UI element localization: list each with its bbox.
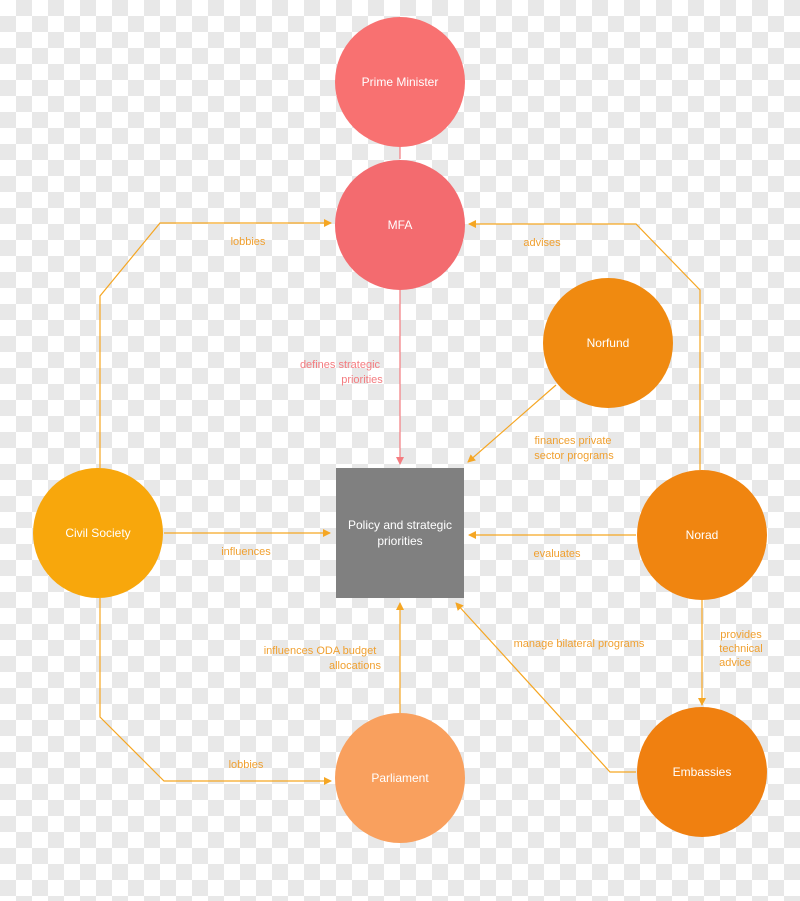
norfund-circle — [543, 278, 673, 408]
prime-minister-label: Prime Minister — [362, 75, 439, 89]
parliament-circle — [335, 713, 465, 843]
lobbies-bottom-arrow — [99, 598, 332, 785]
embassies-label: Embassies — [673, 765, 732, 779]
manage-arrow — [455, 602, 636, 773]
mfa-label: MFA — [388, 218, 413, 232]
mfa-circle — [335, 160, 465, 290]
lobbies-bottom-label: lobbies — [229, 759, 264, 771]
provides-label-line1: provides — [720, 629, 762, 641]
norad-circle — [637, 470, 767, 600]
finances-label-line1: finances private — [534, 435, 611, 447]
defines-label-line1: defines strategic — [300, 359, 381, 371]
policy-box-rect — [336, 468, 464, 598]
evaluates-label: evaluates — [533, 548, 581, 560]
node-norad: Norad — [637, 470, 767, 600]
policy-box-label-line2: priorities — [377, 534, 422, 548]
node-mfa: MFA — [335, 160, 465, 290]
prime-minister-circle — [335, 17, 465, 147]
oda-label-line1: influences ODA budget — [264, 645, 377, 657]
provides-label-line3: advice — [719, 657, 751, 669]
influences-label: influences — [221, 546, 271, 558]
policy-box: Policy and strategic priorities — [336, 468, 464, 598]
advises-label: advises — [523, 237, 561, 249]
provides-label-line2: technical — [719, 643, 762, 655]
norad-label: Norad — [686, 528, 719, 542]
edge-labels: lobbies advises defines strategic priori… — [221, 236, 762, 771]
node-civil-society: Civil Society — [33, 468, 163, 598]
policy-box-label-line1: Policy and strategic — [348, 518, 452, 532]
connectors — [99, 147, 706, 785]
manage-label: manage bilateral programs — [514, 638, 645, 650]
civil-society-circle — [33, 468, 163, 598]
lobbies-top-label: lobbies — [231, 236, 266, 248]
defines-label-line2: priorities — [341, 374, 383, 386]
node-prime-minister: Prime Minister — [335, 17, 465, 147]
finances-arrow — [467, 384, 557, 463]
node-parliament: Parliament — [335, 713, 465, 843]
embassies-circle — [637, 707, 767, 837]
node-embassies: Embassies — [637, 707, 767, 837]
oda-label-line2: allocations — [329, 660, 381, 672]
node-norfund: Norfund — [543, 278, 673, 408]
advises-arrow — [468, 220, 701, 470]
norfund-label: Norfund — [587, 336, 630, 350]
civil-society-label: Civil Society — [65, 526, 130, 540]
lobbies-top-arrow — [99, 219, 332, 468]
parliament-label: Parliament — [371, 771, 429, 785]
finances-label-line2: sector programs — [534, 450, 614, 462]
